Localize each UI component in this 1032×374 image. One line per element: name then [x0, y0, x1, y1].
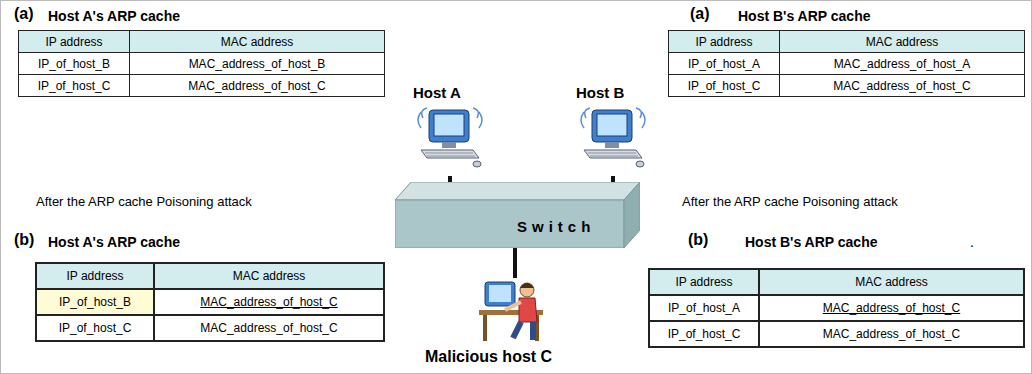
table-cell: IP address — [648, 268, 760, 296]
table-cell: IP_of_host_B — [18, 52, 130, 75]
network-cable — [513, 246, 517, 278]
table-cell: MAC_address_of_host_C — [758, 320, 1025, 348]
table-cell: IP_of_host_C — [668, 74, 780, 97]
network-switch: Switch — [395, 182, 640, 248]
table-cell: MAC_address_of_host_C — [758, 294, 1025, 322]
table-cell: IP address — [35, 262, 155, 290]
node-label: Malicious host C — [425, 348, 552, 366]
table-cell: IP address — [668, 30, 780, 53]
caption-text: After the ARP cache Poisoning attack — [682, 194, 898, 209]
malicious-host: Malicious host C — [415, 276, 615, 372]
host-computer: Host B — [568, 82, 658, 178]
table-cell: MAC_address_of_host_C — [129, 74, 385, 97]
caption-text: After the ARP cache Poisoning attack — [36, 194, 252, 209]
table-cell: IP address — [18, 30, 130, 53]
caption-text: Host A's ARP cache — [48, 234, 180, 250]
caption-text: (a) — [14, 5, 34, 23]
table-cell: IP_of_host_C — [648, 320, 760, 348]
table-cell: MAC_address_of_host_C — [779, 74, 1025, 97]
attacker-icon — [475, 276, 555, 346]
host-computer: Host A — [405, 82, 495, 178]
table-cell: IP_of_host_A — [648, 294, 760, 322]
table-cell: IP_of_host_C — [35, 314, 155, 342]
table-cell: IP_of_host_A — [668, 52, 780, 75]
caption-text: (b) — [14, 231, 34, 249]
computer-icon — [578, 106, 648, 172]
caption-text: Host B's ARP cache — [745, 234, 878, 250]
table-cell: IP_of_host_B — [35, 288, 155, 316]
table-cell: MAC_address_of_host_A — [779, 52, 1025, 75]
caption-text: (b) — [688, 231, 708, 249]
table-cell: IP_of_host_C — [18, 74, 130, 97]
caption-text: Host B's ARP cache — [738, 8, 871, 24]
caption-text: . — [970, 234, 974, 250]
table-cell: MAC address — [129, 30, 385, 53]
table-cell: MAC address — [779, 30, 1025, 53]
node-label: Switch — [517, 218, 595, 235]
table-cell: MAC_address_of_host_C — [153, 288, 385, 316]
node-label: Host B — [576, 84, 624, 101]
table-cell: MAC address — [758, 268, 1025, 296]
caption-text: Host A's ARP cache — [48, 8, 180, 24]
computer-icon — [415, 106, 485, 172]
table-cell: MAC_address_of_host_C — [153, 314, 385, 342]
caption-text: (a) — [690, 5, 710, 23]
table-cell: MAC_address_of_host_B — [129, 52, 385, 75]
node-label: Host A — [413, 84, 461, 101]
table-cell: MAC address — [153, 262, 385, 290]
switch-shape — [395, 182, 640, 248]
